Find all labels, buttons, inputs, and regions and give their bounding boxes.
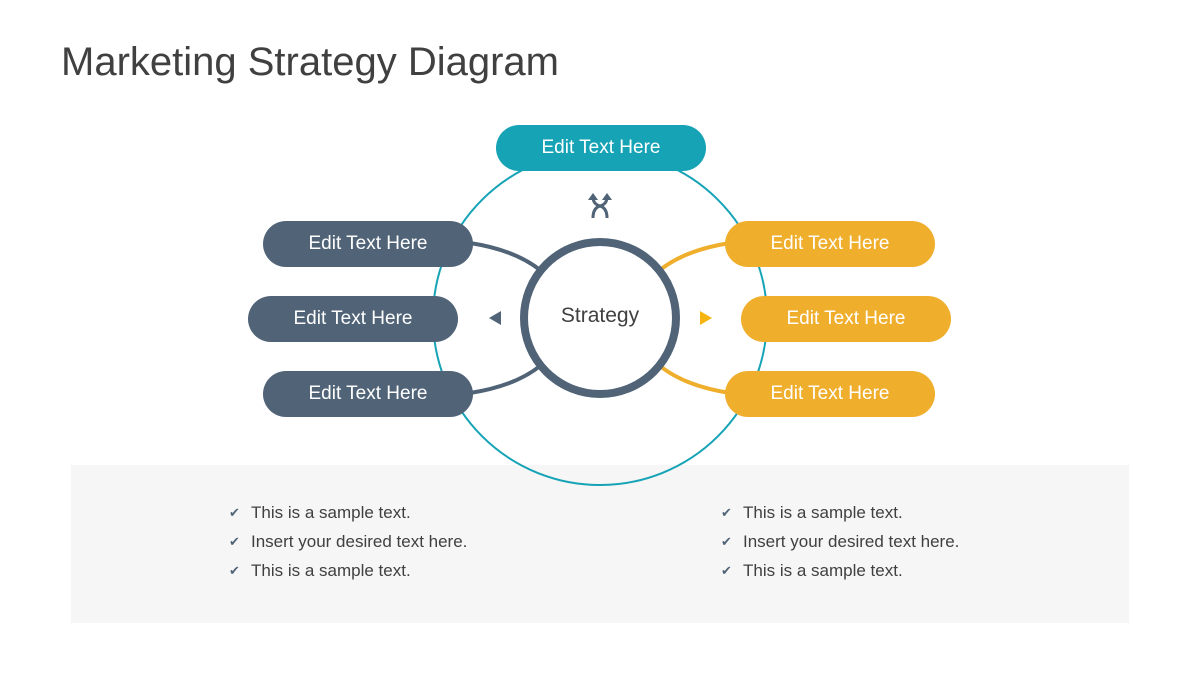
- text-panel: [71, 465, 1129, 623]
- bullet-list-right: ✔This is a sample text. ✔Insert your des…: [721, 498, 959, 585]
- left-arrow-icon: [489, 311, 501, 325]
- list-item: ✔This is a sample text.: [229, 502, 411, 522]
- left-pill-2[interactable]: Edit Text Here: [248, 296, 458, 342]
- bullet-list-left: ✔This is a sample text. ✔Insert your des…: [229, 498, 467, 585]
- connector-left-bottom: [469, 364, 542, 395]
- list-item: ✔This is a sample text.: [229, 560, 411, 580]
- connector-right-bottom: [658, 364, 731, 395]
- connector-right-top: [658, 241, 731, 272]
- connector-left-top: [469, 241, 542, 272]
- right-arrow-icon: [700, 311, 712, 325]
- check-icon: ✔: [229, 533, 240, 549]
- merge-arrows-icon: [588, 193, 612, 219]
- check-icon: ✔: [229, 504, 240, 520]
- list-item: ✔Insert your desired text here.: [721, 531, 960, 551]
- list-item: ✔This is a sample text.: [721, 560, 903, 580]
- right-pill-1[interactable]: Edit Text Here: [725, 221, 935, 267]
- check-icon: ✔: [721, 533, 732, 549]
- center-label: Strategy: [560, 304, 640, 327]
- right-pill-2[interactable]: Edit Text Here: [741, 296, 951, 342]
- check-icon: ✔: [721, 504, 732, 520]
- top-pill[interactable]: Edit Text Here: [496, 125, 706, 171]
- right-pill-3[interactable]: Edit Text Here: [725, 371, 935, 417]
- list-item: ✔Insert your desired text here.: [229, 531, 468, 551]
- list-item: ✔This is a sample text.: [721, 502, 903, 522]
- left-pill-1[interactable]: Edit Text Here: [263, 221, 473, 267]
- left-pill-3[interactable]: Edit Text Here: [263, 371, 473, 417]
- check-icon: ✔: [721, 562, 732, 578]
- check-icon: ✔: [229, 562, 240, 578]
- page-title: Marketing Strategy Diagram: [61, 40, 559, 84]
- center-circle: [520, 238, 680, 398]
